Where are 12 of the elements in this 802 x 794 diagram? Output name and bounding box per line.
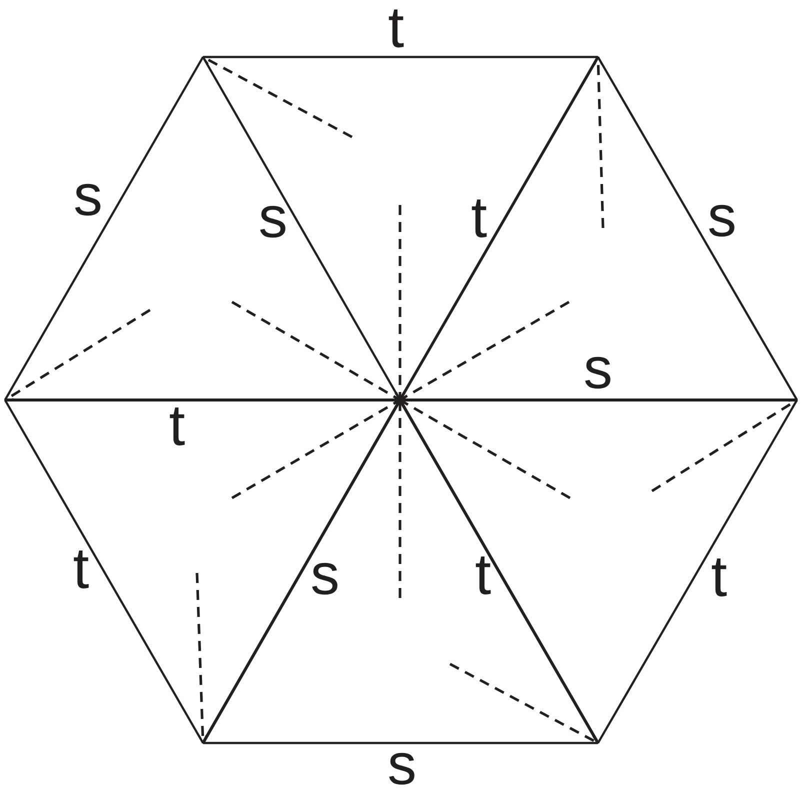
segment-label: t <box>388 4 404 52</box>
segment-label: s <box>584 346 612 392</box>
segment-label: t <box>474 552 492 598</box>
segment-label: t <box>470 194 488 242</box>
segment-label: s <box>310 552 340 598</box>
segment-label: s <box>258 194 288 242</box>
segment-label: t <box>72 546 90 592</box>
segment-label: t <box>168 402 186 450</box>
segment-label: t <box>710 554 728 600</box>
segment-label: s <box>708 194 736 240</box>
segment-label: s <box>74 172 102 220</box>
segment-label: s <box>388 742 416 788</box>
